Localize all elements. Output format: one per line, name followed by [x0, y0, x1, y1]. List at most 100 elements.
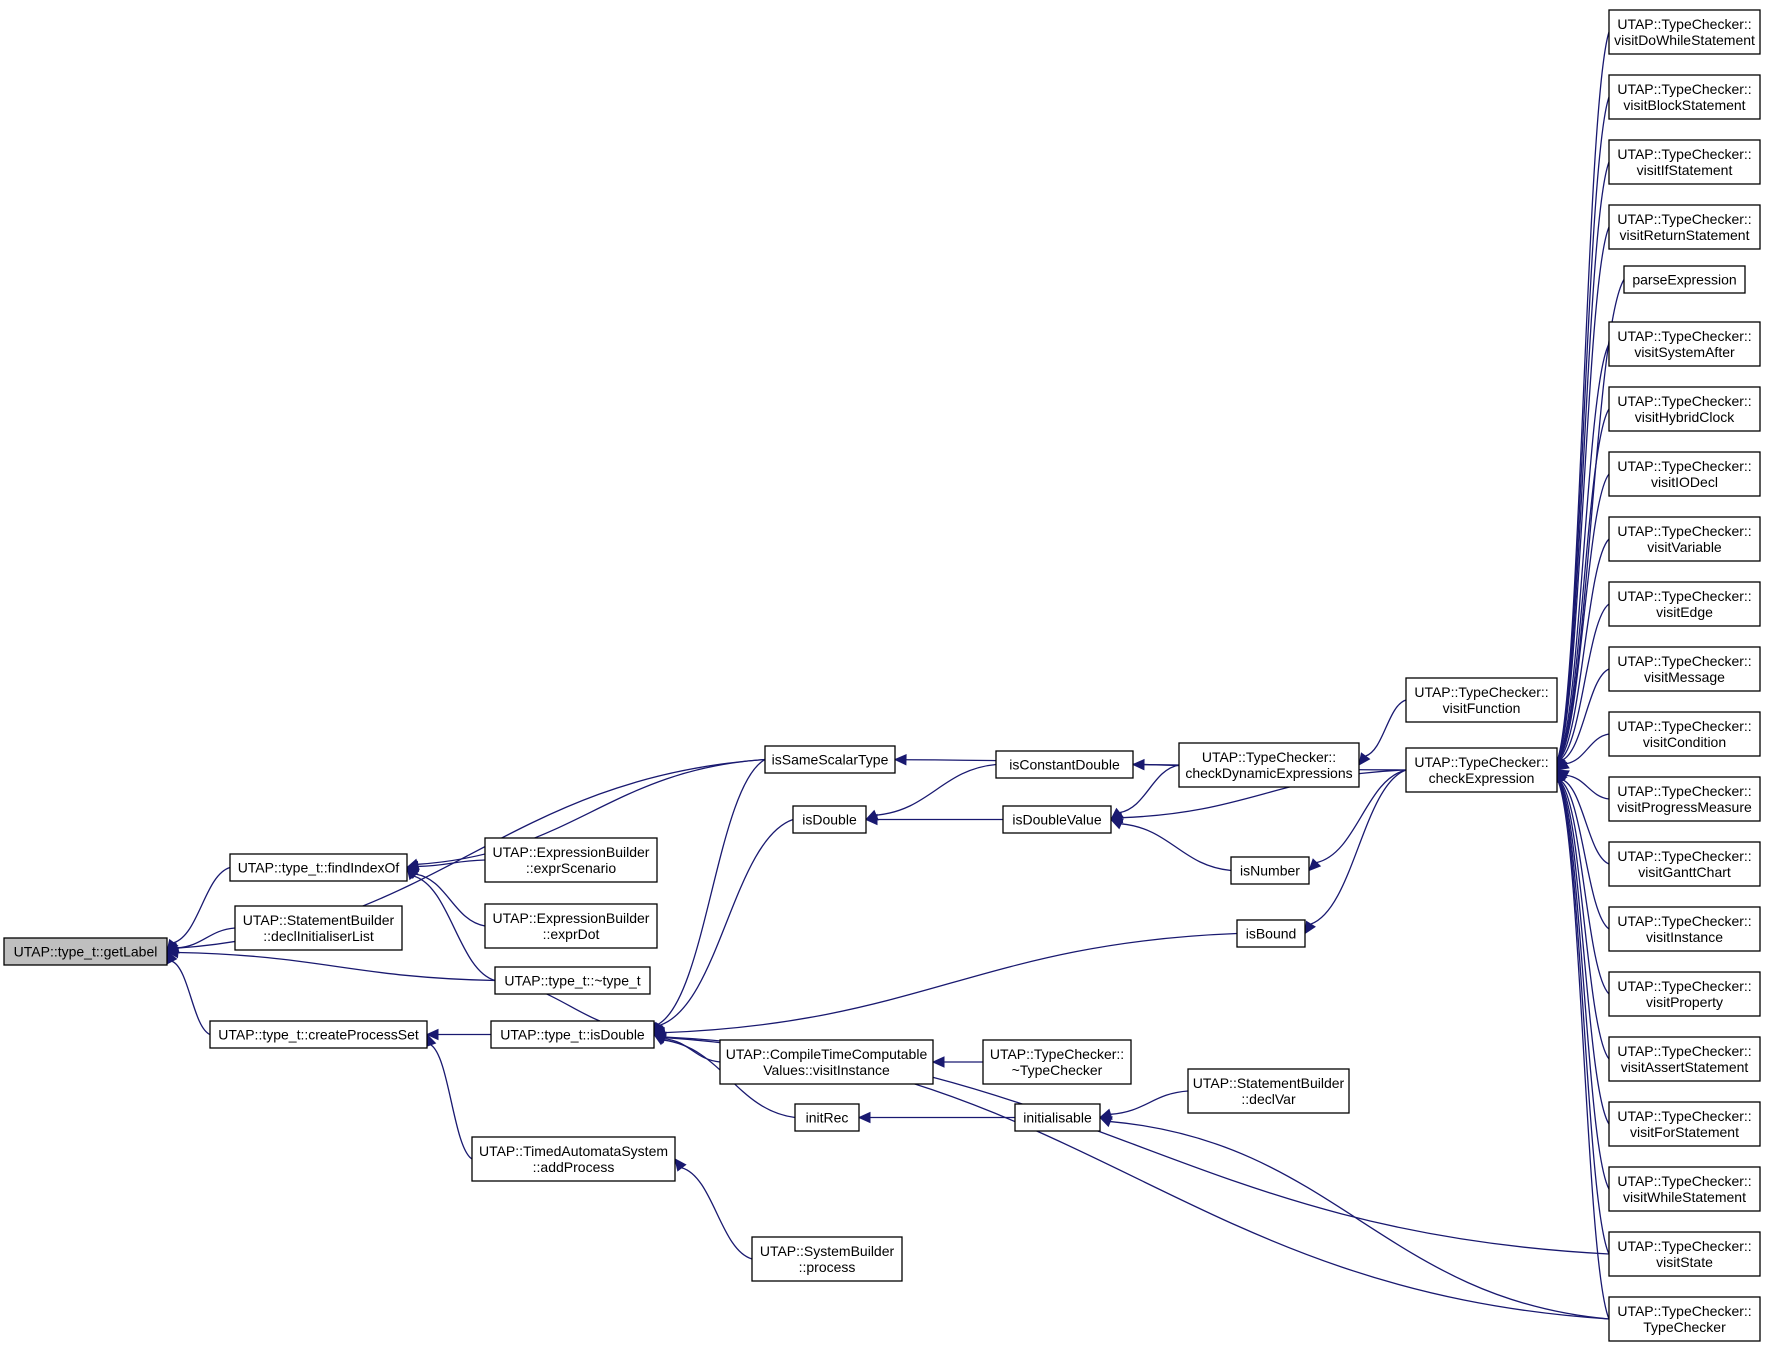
node-box	[1608, 386, 1761, 432]
edge-line	[415, 873, 486, 927]
node-create-process-set[interactable]: UTAP::type_t::createProcessSet	[209, 1020, 428, 1049]
node-expr-dot[interactable]: UTAP::ExpressionBuilder::exprDot	[484, 903, 658, 949]
node-box	[234, 905, 403, 951]
node-visit-do-while-statement[interactable]: UTAP::TypeChecker::visitDoWhileStatement	[1608, 9, 1761, 55]
node-visit-while-statement[interactable]: UTAP::TypeChecker::visitWhileStatement	[1608, 1166, 1761, 1212]
node-visit-instance[interactable]: UTAP::TypeChecker::visitInstance	[1608, 906, 1761, 952]
node-add-process[interactable]: UTAP::TimedAutomataSystem::addProcess	[471, 1136, 676, 1182]
edge-destructor-to-find-index-of	[406, 866, 496, 982]
node-label: visitReturnStatement	[1620, 227, 1750, 243]
node-visit-state[interactable]: UTAP::TypeChecker::visitState	[1608, 1231, 1761, 1277]
node-label: visitBlockStatement	[1623, 97, 1745, 113]
edge-arrowhead	[165, 946, 179, 959]
edge-line	[1561, 668, 1610, 761]
edge-line	[1558, 408, 1610, 760]
node-box	[1405, 677, 1558, 723]
node-init-rec[interactable]: initRec	[794, 1103, 860, 1132]
node-visit-if-statement[interactable]: UTAP::TypeChecker::visitIfStatement	[1608, 139, 1761, 185]
node-tc-destructor[interactable]: UTAP::TypeChecker::~TypeChecker	[982, 1039, 1132, 1085]
node-label: visitFunction	[1443, 700, 1521, 716]
node-box	[3, 937, 168, 966]
node-is-constant-double[interactable]: isConstantDouble	[995, 750, 1134, 779]
node-label: visitAssertStatement	[1621, 1059, 1749, 1075]
edge-create-process-set-to-get-label	[166, 950, 211, 1036]
edge-arrowhead	[406, 866, 419, 881]
node-is-double-value[interactable]: isDoubleValue	[1002, 805, 1112, 834]
node-label: isSameScalarType	[772, 752, 889, 768]
edge-line	[876, 763, 997, 816]
node-sb-process[interactable]: UTAP::SystemBuilder::process	[751, 1236, 903, 1282]
node-visit-message[interactable]: UTAP::TypeChecker::visitMessage	[1608, 646, 1761, 692]
node-label: UTAP::StatementBuilder	[243, 912, 395, 928]
node-visit-block-statement[interactable]: UTAP::TypeChecker::visitBlockStatement	[1608, 74, 1761, 120]
node-box	[1608, 9, 1761, 55]
node-box	[764, 745, 896, 774]
node-ctc-visit-instance[interactable]: UTAP::CompileTimeComputableValues::visit…	[719, 1039, 934, 1085]
edge-arrowhead	[1109, 818, 1124, 830]
node-label: visitSystemAfter	[1634, 344, 1735, 360]
node-label: UTAP::TypeChecker::	[1617, 1108, 1751, 1124]
node-destructor[interactable]: UTAP::type_t::~type_t	[494, 966, 651, 995]
node-label: ::declVar	[1241, 1091, 1296, 1107]
node-check-dynamic-expressions[interactable]: UTAP::TypeChecker::checkDynamicExpressio…	[1178, 742, 1360, 788]
edge-tc-constructor-to-check-expression	[1552, 768, 1610, 1320]
node-visit-hybrid-clock[interactable]: UTAP::TypeChecker::visitHybridClock	[1608, 386, 1761, 432]
node-visit-return-statement[interactable]: UTAP::TypeChecker::visitReturnStatement	[1608, 204, 1761, 250]
edge-line	[1560, 779, 1610, 930]
edge-line	[659, 818, 794, 1026]
node-label: visitState	[1656, 1254, 1713, 1270]
node-decl-var[interactable]: UTAP::StatementBuilder::declVar	[1187, 1068, 1350, 1114]
node-visit-for-statement[interactable]: UTAP::TypeChecker::visitForStatement	[1608, 1101, 1761, 1147]
edge-line	[1557, 96, 1610, 760]
node-visit-system-after[interactable]: UTAP::TypeChecker::visitSystemAfter	[1608, 321, 1761, 367]
node-visit-property[interactable]: UTAP::TypeChecker::visitProperty	[1608, 971, 1761, 1017]
node-visit-assert-statement[interactable]: UTAP::TypeChecker::visitAssertStatement	[1608, 1036, 1761, 1082]
node-visit-gantt-chart[interactable]: UTAP::TypeChecker::visitGanttChart	[1608, 841, 1761, 887]
edge-line	[1558, 780, 1610, 1125]
node-check-expression[interactable]: UTAP::TypeChecker::checkExpression	[1405, 747, 1558, 793]
node-expr-scenario[interactable]: UTAP::ExpressionBuilder::exprScenario	[484, 837, 658, 883]
edge-line	[1559, 603, 1610, 761]
node-label: UTAP::type_t::createProcessSet	[218, 1027, 419, 1043]
node-label: UTAP::CompileTimeComputable	[726, 1046, 928, 1062]
node-label: UTAP::TypeChecker::	[1617, 1043, 1751, 1059]
node-is-double[interactable]: isDouble	[792, 805, 867, 834]
node-visit-edge[interactable]: UTAP::TypeChecker::visitEdge	[1608, 581, 1761, 627]
node-visit-function[interactable]: UTAP::TypeChecker::visitFunction	[1405, 677, 1558, 723]
node-box	[484, 903, 658, 949]
edge-sb-process-to-add-process	[674, 1158, 753, 1260]
node-label: UTAP::ExpressionBuilder	[493, 844, 650, 860]
node-box	[1236, 919, 1306, 948]
node-is-number[interactable]: isNumber	[1230, 856, 1310, 885]
edge-is-same-scalar-type-to-is-double-t	[652, 758, 766, 1036]
node-label: isDoubleValue	[1012, 812, 1101, 828]
node-find-index-of[interactable]: UTAP::type_t::findIndexOf	[229, 853, 408, 882]
node-label: visitIODecl	[1651, 474, 1718, 490]
edge-line	[1119, 764, 1180, 814]
node-visit-progress-measure[interactable]: UTAP::TypeChecker::visitProgressMeasure	[1608, 776, 1761, 822]
node-decl-initialiser-list[interactable]: UTAP::StatementBuilder::declInitialiserL…	[234, 905, 403, 951]
node-parse-expression[interactable]: parseExpression	[1623, 265, 1746, 294]
node-tc-constructor[interactable]: UTAP::TypeChecker::TypeChecker	[1608, 1296, 1761, 1342]
node-visit-condition[interactable]: UTAP::TypeChecker::visitCondition	[1608, 711, 1761, 757]
edge-line	[664, 1038, 721, 1063]
node-is-same-scalar-type[interactable]: isSameScalarType	[764, 745, 896, 774]
node-initialisable[interactable]: initialisable	[1014, 1103, 1101, 1132]
node-label: UTAP::TypeChecker::	[1617, 211, 1751, 227]
edge-arrowhead	[864, 813, 878, 826]
node-visit-iodecl[interactable]: UTAP::TypeChecker::visitIODecl	[1608, 451, 1761, 497]
edge-line	[417, 859, 486, 868]
node-visit-variable[interactable]: UTAP::TypeChecker::visitVariable	[1608, 516, 1761, 562]
node-box	[1608, 451, 1761, 497]
node-label: UTAP::TypeChecker::	[1414, 754, 1548, 770]
edge-decl-var-to-initialisable	[1098, 1090, 1189, 1120]
node-label: visitProgressMeasure	[1617, 799, 1752, 815]
node-label: visitHybridClock	[1635, 409, 1736, 425]
edge-initialisable-to-init-rec	[857, 1111, 1015, 1124]
edge-line	[1557, 226, 1610, 760]
node-is-double-t[interactable]: UTAP::type_t::isDouble	[490, 1020, 655, 1049]
node-get-label[interactable]: UTAP::type_t::getLabel	[3, 937, 168, 966]
node-is-bound[interactable]: isBound	[1236, 919, 1306, 948]
edge-tc-constructor-to-initialisable	[1098, 1116, 1610, 1320]
edge-line	[1121, 823, 1232, 872]
